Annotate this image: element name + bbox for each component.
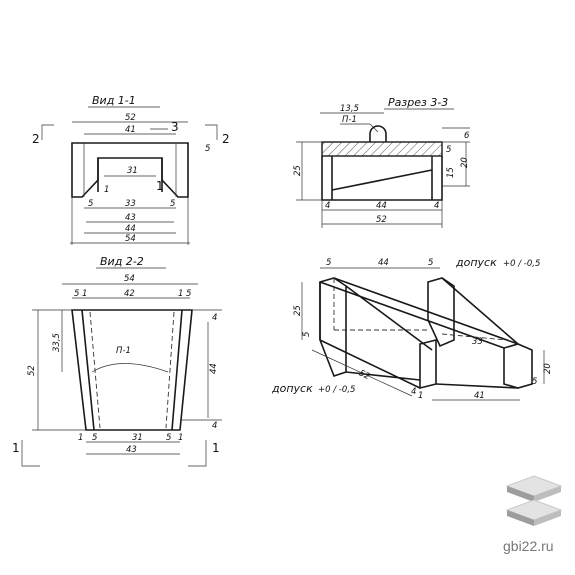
iso-rail-inner (345, 285, 433, 351)
lifting-loop (369, 125, 387, 142)
section-arrow-2-left (41, 124, 54, 140)
dim-42: 42 (124, 289, 135, 299)
section-arrow-1-right (188, 440, 207, 467)
iso-dim-5-left: 5 (326, 258, 331, 268)
iso-hidden-3 (441, 333, 507, 341)
section-slab-hatched (321, 141, 443, 157)
dim-44: 44 (125, 224, 136, 234)
dim-44-vertical: 44 (209, 363, 219, 374)
dim-15: 15 (446, 167, 456, 178)
dim-54: 54 (125, 234, 136, 244)
dim-4-top-right: 4 (212, 313, 217, 323)
iso-dim-44: 44 (378, 258, 389, 268)
iso-right-wall (427, 277, 455, 348)
iso-dim-33: 33 (472, 337, 483, 347)
iso-front-block (503, 343, 533, 389)
iso-rail-right-back (441, 277, 519, 345)
dim-6: 6 (464, 131, 470, 141)
hidden-line-right (165, 311, 175, 429)
dim-5-bottom-right: 5 (170, 199, 175, 209)
view-1-1: Вид 1-1 2 2 52 41 3 5 31 1 1 5 33 5 43 4… (32, 94, 230, 245)
p1-callout-leader (369, 123, 379, 133)
iso-dim-1: 1 (418, 391, 423, 401)
iso-rail-top-back (333, 277, 519, 345)
dim-31: 31 (127, 166, 138, 176)
isometric-view: 5 44 5 допуск +0 / -0,5 25 5 52 33 (271, 256, 553, 401)
dim-31: 31 (132, 433, 143, 443)
dim-5-top-left: 5 (74, 289, 79, 299)
dim-13-5: 13,5 (340, 104, 359, 114)
dim-5-bottom-right: 5 (166, 433, 171, 443)
view-1-1-title: Вид 1-1 (92, 94, 136, 107)
tolerance-bottom-value: +0 / -0,5 (318, 385, 355, 395)
dim-4-right: 4 (434, 201, 439, 211)
section-body-outline (321, 156, 443, 201)
iso-bottom-slope (319, 339, 421, 389)
section-3-3: Разрез 3-3 13,5 П-1 6 5 15 20 25 4 44 (293, 96, 470, 228)
section-mark-2-right: 2 (222, 132, 230, 146)
view-2-2-title: Вид 2-2 (100, 255, 144, 268)
dim-52: 52 (125, 113, 136, 123)
dim-52: 52 (376, 215, 387, 225)
section-3-3-title: Разрез 3-3 (388, 96, 448, 109)
dim-1-top-left: 1 (82, 289, 87, 299)
iso-dim-line-52 (311, 349, 413, 397)
tolerance-top-label: допуск (455, 256, 497, 269)
section-arrow-1-left (21, 440, 40, 467)
dim-54-top: 54 (124, 274, 135, 284)
section-sloped-floor (331, 169, 433, 191)
view-2-2-outline (71, 309, 193, 431)
iso-dim-25: 25 (293, 305, 303, 316)
section-mark-1: 1 (156, 179, 164, 193)
dim-41: 41 (125, 125, 136, 135)
dim-43: 43 (126, 445, 137, 455)
iso-dim-5-right: 5 (428, 258, 433, 268)
dim-5-right: 5 (205, 144, 210, 154)
p1-leader (91, 363, 169, 373)
dim-44: 44 (376, 201, 387, 211)
section-mark-3: 3 (171, 120, 179, 134)
iso-floor-edge (345, 371, 421, 381)
callout-p1: П-1 (116, 346, 131, 356)
section-arrow-2-right (205, 124, 218, 140)
stacked-slabs-icon (505, 475, 563, 526)
dim-25: 25 (293, 165, 303, 176)
dim-20: 20 (460, 157, 470, 168)
tolerance-top-value: +0 / -0,5 (503, 259, 540, 269)
iso-dim-5-front: 5 (532, 377, 537, 387)
view-2-2-wall-left (81, 309, 95, 431)
iso-rail-top-front (319, 281, 505, 349)
dim-33-5: 33,5 (52, 333, 62, 352)
dim-52-vertical: 52 (27, 365, 37, 376)
iso-dim-41: 41 (474, 391, 485, 401)
dim-5: 5 (446, 145, 451, 155)
iso-bottom-edge (435, 383, 519, 389)
iso-dim-20: 20 (543, 363, 553, 374)
callout-p1-section: П-1 (342, 115, 357, 125)
iso-dim-5-side: 5 (302, 332, 312, 337)
tolerance-bottom-label: допуск (271, 382, 313, 395)
dim-4-bottom-right: 4 (212, 421, 217, 431)
view-2-2: Вид 2-2 54 5 1 42 1 5 П-1 52 33,5 4 44 4 (12, 255, 222, 467)
dim-5-bottom-left: 5 (88, 199, 93, 209)
watermark-text: gbi22.ru (503, 538, 554, 554)
iso-left-wall (319, 277, 347, 377)
dim-33: 33 (125, 199, 136, 209)
iso-dim-52: 52 (357, 368, 371, 382)
section-mark-2-left: 2 (32, 132, 40, 146)
section-mark-1-left: 1 (12, 441, 20, 455)
dim-5-top-right: 5 (186, 289, 191, 299)
iso-dim-4: 4 (411, 387, 416, 397)
dim-43: 43 (125, 213, 136, 223)
dim-1-bottom-right: 1 (178, 433, 183, 443)
dim-4-left: 4 (325, 201, 330, 211)
section-mark-1-right: 1 (212, 441, 220, 455)
view-2-2-wall-right (171, 309, 183, 431)
dim-5-bottom-left: 5 (92, 433, 97, 443)
dim-1-top-right: 1 (178, 289, 183, 299)
dim-1-left: 1 (104, 185, 109, 195)
dim-1-bottom-left: 1 (78, 433, 83, 443)
